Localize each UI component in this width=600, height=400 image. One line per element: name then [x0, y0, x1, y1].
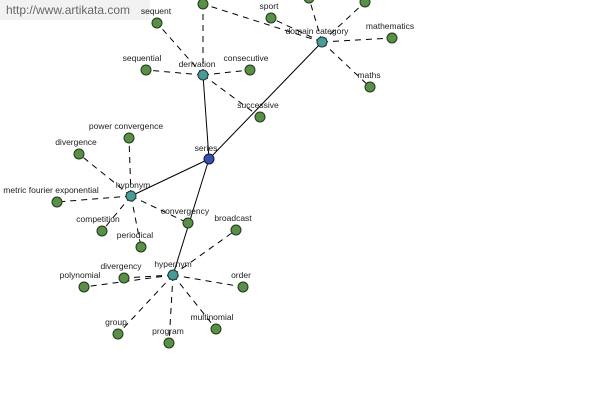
- edge-hypernym-multinomial: [172, 274, 217, 330]
- edge-hypernym-order: [172, 274, 244, 288]
- edge-domain-category-sport: [270, 17, 323, 43]
- edge-derivation-consecutive: [202, 69, 251, 76]
- leaf-label-mathematics[interactable]: mathematics: [366, 21, 414, 31]
- leaf-node-maths[interactable]: [364, 81, 376, 93]
- edge-domain-category-mathematics: [321, 37, 393, 43]
- leaf-node-divergency[interactable]: [118, 272, 130, 284]
- edge-hyponym-metric-fourier-exponential: [56, 195, 132, 203]
- edge-hypernym-divergency: [123, 274, 174, 279]
- relation-node-hyponym[interactable]: [125, 190, 137, 202]
- edge-domain-category-maths: [321, 41, 371, 88]
- relation-node-hypernym[interactable]: [167, 269, 179, 281]
- relation-label-derivation[interactable]: derivation: [179, 59, 216, 69]
- edge-hypernym-group: [117, 274, 174, 335]
- leaf-node-sequential[interactable]: [140, 64, 152, 76]
- leaf-node-power-convergence[interactable]: [123, 132, 135, 144]
- leaf-node-group[interactable]: [112, 328, 124, 340]
- edge-center-hypernym: [172, 158, 210, 276]
- leaf-node-sport[interactable]: [265, 12, 277, 24]
- leaf-label-broadcast[interactable]: broadcast: [214, 213, 252, 223]
- leaf-label-divergence[interactable]: divergence: [55, 137, 97, 147]
- leaf-label-sport[interactable]: sport: [260, 1, 280, 11]
- leaf-label-power-convergence[interactable]: power convergence: [89, 121, 163, 131]
- edge-derivation-sequential: [145, 69, 204, 76]
- leaf-node-broadcast[interactable]: [230, 224, 242, 236]
- leaf-label-competition[interactable]: competition: [76, 214, 120, 224]
- leaf-label-maths[interactable]: maths: [357, 70, 380, 80]
- relation-label-hypernym[interactable]: hypernym: [154, 259, 191, 269]
- edge-center-domain-category: [208, 41, 323, 160]
- edge-center-derivation: [202, 74, 210, 160]
- leaf-node-program[interactable]: [163, 337, 175, 349]
- leaf-node-mathematics[interactable]: [386, 32, 398, 44]
- center-node-series[interactable]: [203, 153, 215, 165]
- leaf-label-multinomial[interactable]: multinomial: [191, 312, 234, 322]
- leaf-node-extra-2[interactable]: [359, 0, 371, 8]
- url-banner[interactable]: http://www.artikata.com: [0, 0, 151, 20]
- leaf-node-polynomial[interactable]: [78, 281, 90, 293]
- leaf-label-consecutive[interactable]: consecutive: [224, 53, 269, 63]
- leaf-node-periodical[interactable]: [135, 241, 147, 253]
- leaf-label-successive[interactable]: successive: [237, 100, 279, 110]
- leaf-label-metric-fourier-exponential[interactable]: metric fourier exponential: [3, 185, 99, 195]
- leaf-node-order[interactable]: [237, 281, 249, 293]
- leaf-node-metric-fourier-exponential[interactable]: [51, 196, 63, 208]
- edge-hypernym-program: [168, 274, 174, 344]
- leaf-label-divergency[interactable]: divergency: [100, 261, 142, 271]
- edge-domain-category-extra-0: [202, 3, 323, 43]
- edge-derivation-sequent: [156, 22, 204, 76]
- relation-node-derivation[interactable]: [197, 69, 209, 81]
- leaf-label-convergency[interactable]: convergency: [161, 206, 210, 216]
- leaf-label-order[interactable]: order: [231, 270, 251, 280]
- leaf-label-periodical[interactable]: periodical: [117, 230, 153, 240]
- edge-hypernym-broadcast: [172, 229, 237, 276]
- leaf-label-polynomial[interactable]: polynomial: [60, 270, 101, 280]
- leaf-label-sequent[interactable]: sequent: [141, 6, 172, 16]
- leaf-node-extra-0[interactable]: [197, 0, 209, 10]
- leaf-label-program[interactable]: program: [152, 326, 184, 336]
- edge-domain-category-extra-2: [321, 1, 366, 43]
- leaf-node-sequent[interactable]: [151, 17, 163, 29]
- leaf-label-group[interactable]: group: [105, 317, 127, 327]
- relation-label-hyponym[interactable]: hyponym: [116, 180, 151, 190]
- leaf-label-sequential[interactable]: sequential: [123, 53, 162, 63]
- leaf-node-multinomial[interactable]: [210, 323, 222, 335]
- edge-hyponym-divergence: [78, 153, 132, 197]
- edge-hyponym-periodical: [130, 195, 142, 248]
- leaf-node-convergency[interactable]: [182, 217, 194, 229]
- relation-node-domain-category[interactable]: [316, 36, 328, 48]
- leaf-node-consecutive[interactable]: [244, 64, 256, 76]
- leaf-node-successive[interactable]: [254, 111, 266, 123]
- relation-label-domain-category[interactable]: domain category: [286, 26, 350, 36]
- leaf-node-competition[interactable]: [96, 225, 108, 237]
- edge-hyponym-power-convergence: [128, 137, 132, 197]
- center-label[interactable]: series: [195, 143, 218, 153]
- leaf-node-extra-1[interactable]: [303, 0, 315, 4]
- edge-center-hyponym: [130, 158, 210, 197]
- edge-derivation-successive: [202, 74, 261, 118]
- edge-hyponym-competition: [101, 195, 132, 232]
- edge-domain-category-extra-1: [309, 0, 323, 43]
- leaf-node-divergence[interactable]: [73, 148, 85, 160]
